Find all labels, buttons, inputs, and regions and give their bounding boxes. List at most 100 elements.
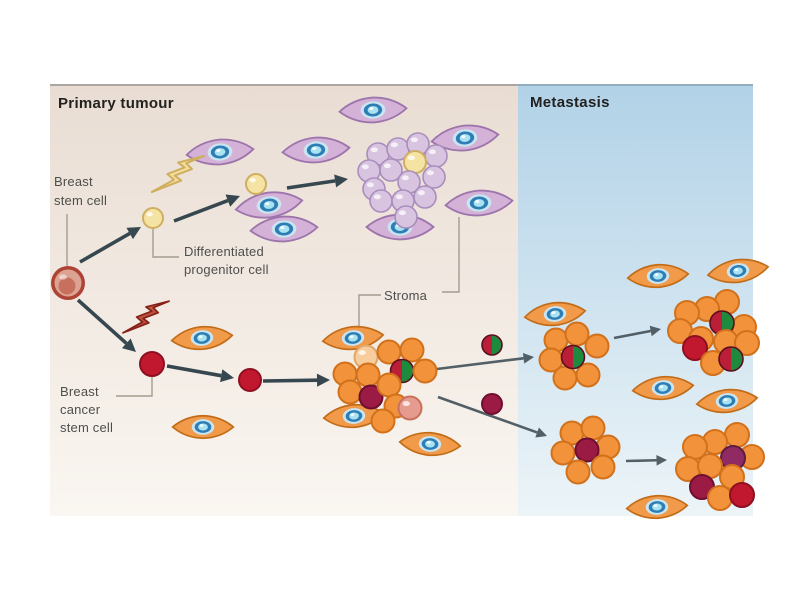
- purple-stroma-cell: [249, 215, 319, 243]
- tumour-cell-split: [481, 334, 503, 356]
- arrow: [437, 395, 547, 438]
- tumour-cell-purple: [397, 170, 421, 194]
- migrating-cell-split: [481, 334, 503, 356]
- arrow: [76, 298, 136, 352]
- orange-stroma-cell: [631, 375, 695, 401]
- orange-stroma-cell: [523, 301, 587, 327]
- tumour-cell-orange: [590, 454, 616, 480]
- differentiated-progenitor-cell: [245, 173, 267, 195]
- label-line: stem cell: [54, 193, 108, 208]
- breast-stem-cell-graphic: [51, 266, 85, 300]
- primary-tumour-title: Primary tumour: [58, 95, 174, 112]
- tumour-cell-purple: [424, 144, 448, 168]
- orange-stroma-cell: [695, 388, 759, 414]
- tumour-cell-purple: [369, 189, 393, 213]
- metastasis-cluster-large-bottom: [675, 422, 765, 511]
- tumour-cell-red: [238, 368, 262, 392]
- label-line: stem cell: [60, 420, 114, 435]
- tumour-cell-red: [729, 482, 755, 508]
- orange-stroma-cell: [398, 431, 462, 457]
- cancer-stem-cell-dividing: [238, 368, 262, 392]
- metastasis-cluster-large-top: [667, 289, 760, 376]
- label-pointer: [358, 294, 381, 329]
- arrow: [79, 227, 141, 264]
- purple-stroma-cell: [338, 96, 408, 124]
- tumour-cell-orange: [584, 333, 610, 359]
- tumour-cell-maroon: [358, 384, 384, 410]
- arrow: [625, 454, 667, 466]
- tumour-cell-split: [718, 346, 744, 372]
- tumour-cell-red: [139, 351, 165, 377]
- tumour-cell-orange: [376, 372, 402, 398]
- label-line: Breast: [60, 384, 99, 399]
- tumour-cell-orange: [550, 440, 576, 466]
- tumour-cell-orange: [370, 408, 396, 434]
- tumour-cell-maroon: [481, 393, 503, 415]
- differentiated-progenitor-label: Differentiated progenitor cell: [184, 243, 269, 279]
- tumour-cell-yellow: [245, 173, 267, 195]
- orange-stroma-cell: [171, 414, 235, 440]
- metastasis-cluster-small-top: [538, 321, 610, 391]
- orange-stroma-cell: [625, 494, 689, 520]
- migrating-cell-red: [481, 393, 503, 415]
- tumour-cell-orange: [552, 365, 578, 391]
- label-pointer: [116, 377, 153, 397]
- arrow: [262, 373, 330, 387]
- arrow: [613, 325, 661, 340]
- tumour-cell-split: [560, 344, 586, 370]
- tumour-cell-red: [682, 335, 708, 361]
- label-line: Stroma: [384, 288, 428, 303]
- tumour-cell-orange: [355, 362, 381, 388]
- label-line: cancer: [60, 402, 101, 417]
- tumour-cell-purple: [406, 132, 430, 156]
- tumour-cell-orange: [337, 379, 363, 405]
- arrow: [166, 364, 234, 383]
- tumour-cell-maroon: [574, 437, 600, 463]
- breast-cancer-stem-cell-graphic: [139, 351, 165, 377]
- label-pointer: [442, 217, 460, 293]
- metastasis-title: Metastasis: [530, 94, 610, 111]
- tumour-cell-orange: [575, 362, 601, 388]
- arrow: [436, 353, 534, 371]
- breast-cancer-stem-cell-label: Breast cancer stem cell: [60, 383, 113, 437]
- tumour-cell-purple: [394, 205, 418, 229]
- purple-stroma-cell: [430, 124, 500, 152]
- arrow: [173, 194, 240, 223]
- purple-stroma-cell: [444, 189, 514, 217]
- tumour-cell-orange: [707, 485, 733, 511]
- primary-cancer-cluster: [332, 337, 438, 434]
- metastasis-cluster-small-bottom: [550, 415, 621, 485]
- orange-stroma-cell: [170, 325, 234, 351]
- tumour-cell-orange: [565, 459, 591, 485]
- tumour-cell-purple: [422, 165, 446, 189]
- label-line: Breast: [54, 174, 93, 189]
- tumour-cell-orange: [734, 330, 760, 356]
- tumour-cell-orange: [564, 321, 590, 347]
- tumour-cell-pink: [397, 395, 423, 421]
- purple-stroma-cell: [185, 138, 255, 166]
- mutation-bolt-red: [122, 300, 170, 334]
- orange-stroma-cell: [706, 258, 770, 284]
- tumour-cell-purple: [413, 185, 437, 209]
- orange-stroma-cell: [626, 263, 690, 289]
- tumour-cell-orange: [399, 337, 425, 363]
- tumour-cell-orange: [724, 422, 750, 448]
- label-line: Differentiated: [184, 244, 264, 259]
- mutation-bolt-yellow: [150, 154, 206, 194]
- purple-stroma-cell: [234, 191, 304, 219]
- tumour-cell-yellow: [142, 207, 164, 229]
- tumour-cell-yellow: [403, 150, 427, 174]
- differentiated-progenitor-cell: [142, 207, 164, 229]
- purple-stroma-cell: [281, 136, 351, 164]
- tumour-cell-purple: [379, 158, 403, 182]
- label-line: progenitor cell: [184, 262, 269, 277]
- breast-stem-cell-label: Breast stem cell: [54, 172, 107, 210]
- label-pointer: [152, 229, 179, 258]
- tumour-cell-orange: [580, 415, 606, 441]
- tumour-cell-orange: [412, 358, 438, 384]
- stroma-label: Stroma: [384, 287, 427, 305]
- orange-stroma-cell: [321, 325, 385, 351]
- differentiated-tumour-cluster: [357, 132, 448, 229]
